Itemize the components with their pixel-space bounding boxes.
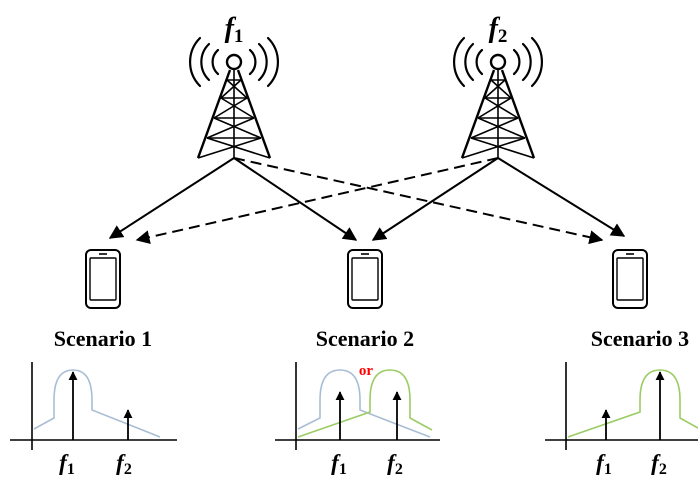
tower-1: f1 [188, 13, 280, 160]
smartphone-icon [612, 249, 648, 309]
f1-label: f1 [59, 450, 75, 478]
f2-label: f2 [387, 450, 403, 478]
link-tower1-phone1 [108, 157, 235, 239]
scenario-3-spectrum: f1 f2 [545, 362, 698, 478]
f2-spectrum-curve [567, 369, 698, 438]
radio-tower-icon [452, 36, 544, 160]
f1-spectrum-curve [33, 369, 161, 438]
link-tower1-phone2 [233, 157, 358, 241]
interference-link-tower2-phone1 [135, 157, 499, 245]
link-tower2-phone2 [371, 157, 499, 241]
f1-label: f1 [331, 450, 347, 478]
smartphone-icon [347, 249, 383, 309]
radio-tower-icon [188, 36, 280, 160]
scenario-3-label: Scenario 3 [591, 326, 689, 351]
interference-link-tower1-phone3 [233, 157, 604, 245]
f1-spectrum-curve [297, 369, 431, 438]
scenario-2-label: Scenario 2 [316, 326, 414, 351]
tower-2-frequency-label: f2 [489, 13, 508, 47]
scenario-1-label: Scenario 1 [54, 326, 152, 351]
tower-2: f2 [452, 13, 544, 160]
smartphone-icon [85, 249, 121, 309]
link-tower2-phone3 [497, 157, 626, 237]
or-note: or [359, 363, 374, 379]
scenario-1-spectrum: f1 f2 [10, 362, 177, 478]
scenario-2-spectrum: or f1 f2 [275, 362, 440, 478]
f2-spectrum-curve [297, 369, 433, 438]
f2-label: f2 [116, 450, 132, 478]
f1-label: f1 [596, 450, 612, 478]
solid-links [108, 157, 626, 241]
f2-label: f2 [651, 450, 667, 478]
dashed-links [135, 157, 604, 245]
tower-1-frequency-label: f1 [225, 13, 244, 47]
